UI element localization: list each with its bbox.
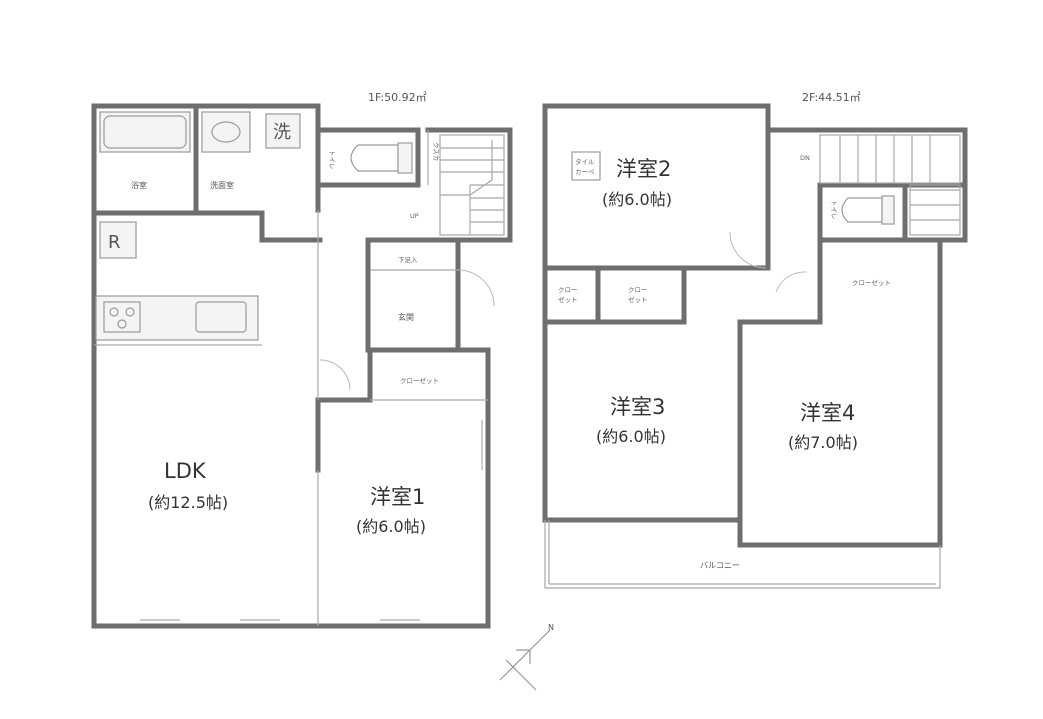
svg-text:カーペ: カーペ [575,168,595,176]
floor-1-walls [91,103,513,629]
stairs-2f [819,134,961,236]
balcony [544,520,941,589]
floor-1-title: 1F:50.92㎡ [368,91,427,104]
closet-1f-label: クローゼット [400,376,439,385]
floor-1-windows [140,420,483,621]
room2-size: (約6.0帖) [602,190,672,209]
svg-text:タイル: タイル [575,157,595,166]
floor-1: 1F:50.92㎡ [91,91,513,629]
room4-size: (約7.0帖) [788,433,858,452]
floor-2: 2F:44.51㎡ バルコニー タイル [542,91,968,589]
storage-label: クスカ [432,142,440,161]
closet-a-label-2: ゼット [558,295,578,304]
entrance-label: 玄関 [398,312,414,322]
ldk-size: (約12.5帖) [148,493,228,512]
floor-2-walls [542,103,968,548]
room4-name: 洋室4 [800,401,855,425]
svg-text:洗: 洗 [273,122,291,143]
shoe-box-label: 下足入 [398,256,418,264]
closet-b-label-1: クロー [628,286,648,294]
floor-1-inner-lines [94,130,488,626]
toilet-1f [350,142,413,174]
wash-basin [201,111,251,153]
room3-name: 洋室3 [610,395,665,419]
kitchen-counter [95,295,259,341]
north-arrow-icon: N [499,623,554,691]
room3-size: (約6.0帖) [596,427,666,446]
toilet-1f-label: トイレ [328,150,336,170]
closet-b-label-2: ゼット [628,295,648,304]
bath-label: 浴室 [131,180,147,190]
toilet-2f [841,195,895,225]
stairs-1f [439,134,505,236]
north-label: N [548,623,554,632]
room2-flooring-icon: タイル カーペ [571,151,601,181]
room2-name: 洋室2 [616,157,671,181]
balcony-label: バルコニー [700,561,740,570]
stairs-up-label: UP [410,212,419,220]
washer-icon: 洗 [265,113,301,149]
washroom-label: 洗面室 [210,180,234,190]
closet-c-label: クローゼット [852,278,891,287]
stairs-down-label: DN [800,154,810,162]
svg-text:R: R [108,232,121,253]
ldk-name: LDK [164,459,207,483]
fridge-icon: R [99,221,137,259]
toilet-2f-label: トイレ [830,200,838,220]
floor-2-title: 2F:44.51㎡ [802,91,861,104]
room1-name: 洋室1 [370,485,425,509]
room1-size: (約6.0帖) [356,517,426,536]
bathtub [99,111,191,153]
closet-a-label-1: クロー [558,286,578,294]
